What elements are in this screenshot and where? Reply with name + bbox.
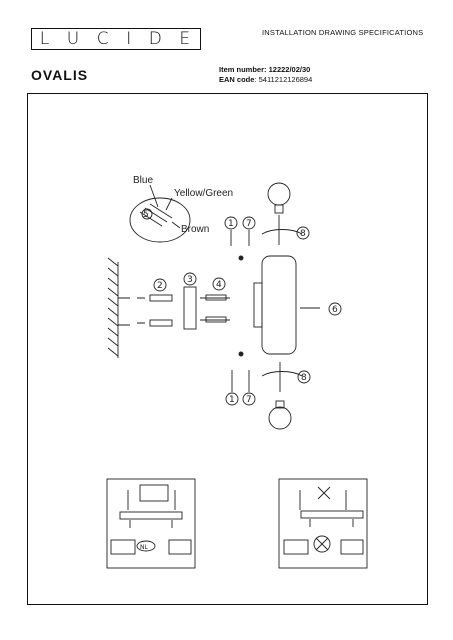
logo-letter: U bbox=[66, 29, 82, 49]
bulb-bottom: 8 1 7 bbox=[225, 362, 311, 430]
product-name: OVALIS bbox=[31, 67, 89, 83]
drawing-frame bbox=[27, 93, 428, 605]
inset-box-left: NL bbox=[106, 478, 196, 569]
wiring-detail: Blue Yellow/Green Brown 5 bbox=[129, 175, 233, 243]
ean-value: : 5411212126894 bbox=[254, 75, 313, 84]
logo-letter: E bbox=[179, 29, 193, 49]
ean-label: EAN code bbox=[219, 75, 255, 84]
wire-label-blue: Blue bbox=[133, 175, 153, 186]
step-number-8-top: 8 bbox=[300, 229, 306, 239]
lucide-logo: L U C I D E bbox=[31, 28, 201, 50]
step-number-1-bottom: 1 bbox=[229, 395, 235, 405]
item-number-value: 12222/02/30 bbox=[268, 65, 311, 74]
item-info: Item number: 12222/02/30 EAN code: 54112… bbox=[219, 65, 312, 85]
step-number-2: 2 bbox=[157, 281, 163, 291]
wall bbox=[107, 257, 130, 358]
logo-letter: C bbox=[96, 29, 111, 49]
step-number-3: 3 bbox=[187, 275, 193, 285]
wall-plugs bbox=[137, 294, 173, 327]
spec-title: INSTALLATION DRAWING SPECIFICATIONS bbox=[262, 28, 424, 37]
mounting-bracket bbox=[183, 286, 230, 330]
step-number-6: 6 bbox=[332, 305, 338, 315]
logo-letter: D bbox=[148, 29, 164, 49]
nl-badge: NL bbox=[140, 544, 148, 551]
wire-label-yellow-green: Yellow/Green bbox=[174, 188, 233, 199]
step-number-7-bottom: 7 bbox=[246, 395, 252, 405]
fixture-body: 6 bbox=[238, 255, 342, 357]
logo-letter: I bbox=[126, 29, 134, 49]
bulb-top: 8 1 7 bbox=[224, 182, 310, 246]
step-number-5: 5 bbox=[143, 210, 149, 220]
item-number-label: Item number: bbox=[219, 65, 267, 74]
step-number-1-top: 1 bbox=[228, 219, 234, 229]
wire-label-brown: Brown bbox=[181, 224, 209, 235]
logo-letter: L bbox=[39, 29, 52, 49]
step-number-4: 4 bbox=[216, 280, 222, 290]
inset-box-right bbox=[278, 478, 368, 569]
step-number-7-top: 7 bbox=[246, 219, 252, 229]
step-number-8-bottom: 8 bbox=[301, 373, 307, 383]
